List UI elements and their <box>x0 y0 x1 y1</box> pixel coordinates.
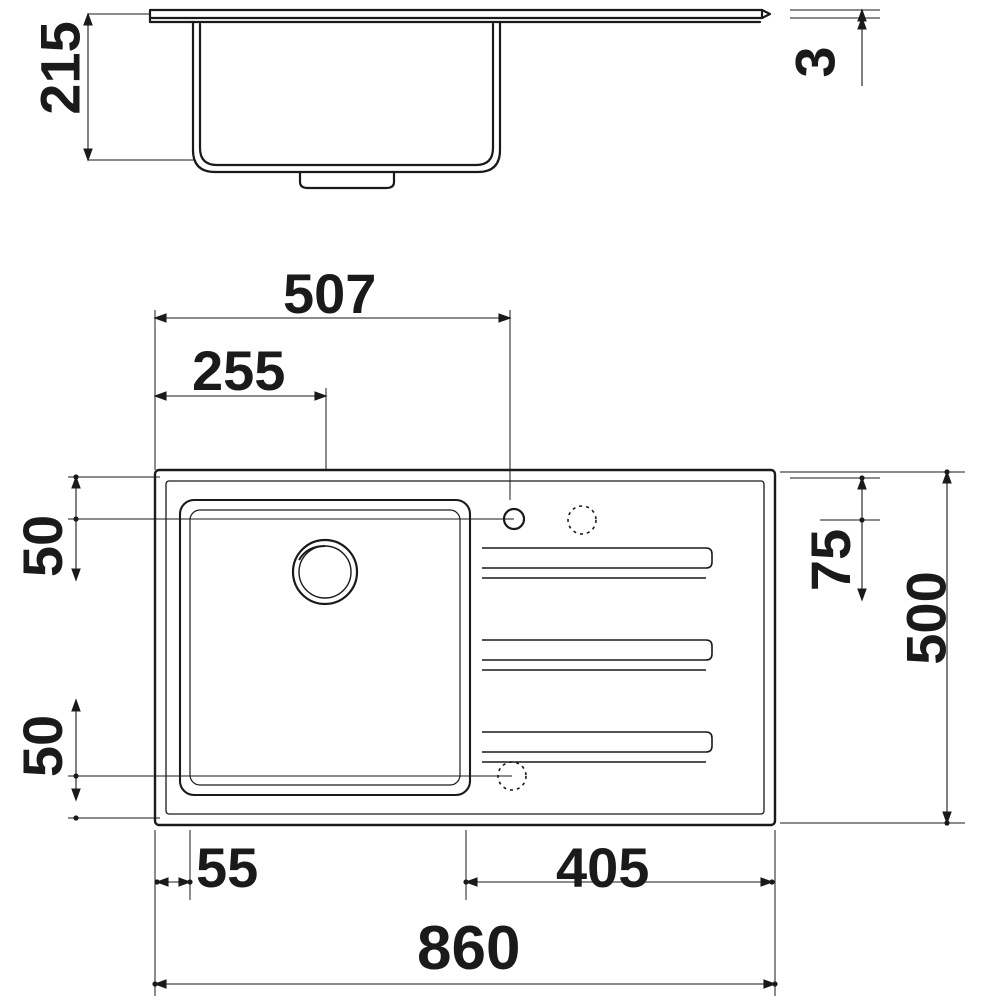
plan-drain-inner-ring <box>298 545 352 599</box>
dim-860-node-right <box>772 981 778 987</box>
dim-55-arrow-right <box>178 877 192 887</box>
dim-215-group <box>83 12 195 162</box>
dim-55-arrow-left <box>155 877 169 887</box>
plan-dotted-circle-top <box>567 505 597 535</box>
dim-255-group <box>153 388 328 470</box>
dim-55-group <box>154 830 193 900</box>
dim-75-node-a <box>859 475 865 481</box>
dim-label-75: 75 <box>799 528 863 592</box>
plan-inner-rim-rect <box>165 480 765 815</box>
dim-label-860: 860 <box>417 914 521 983</box>
side-elevation-view <box>148 8 772 190</box>
dim-50-bottom-group <box>68 698 512 821</box>
dim-405-arrow-left <box>464 877 478 887</box>
dim-55-node-left <box>154 879 160 885</box>
dim-label-55: 55 <box>196 836 259 899</box>
dim-50-top-arrow-up <box>71 475 81 489</box>
dim-3-group <box>790 8 880 86</box>
dim-label-507: 507 <box>283 262 377 325</box>
dim-75-group <box>790 475 880 602</box>
dim-50-top-arrow-down <box>71 568 81 582</box>
dim-3-arrow-bottom <box>857 16 867 30</box>
dim-500-group <box>780 469 965 826</box>
plan-drain-outer-ring <box>291 538 359 606</box>
dim-500-node-bottom <box>944 820 950 826</box>
dim-50-bottom-arrow-down <box>71 788 81 802</box>
dim-50-top-node-a <box>73 474 79 480</box>
plan-bowl-outer <box>178 498 472 797</box>
dim-507-group <box>153 310 512 500</box>
dim-507-arrow-right <box>498 313 512 323</box>
dim-label-405: 405 <box>556 836 650 899</box>
plan-outer-rect <box>153 468 777 827</box>
side-view-top-lip <box>148 8 764 20</box>
dim-500-arrow-up <box>942 470 952 484</box>
dim-255-arrow-left <box>153 391 167 401</box>
dim-75-node-b <box>859 517 865 523</box>
dim-label-50-bottom: 50 <box>11 714 75 778</box>
dim-75-arrow-down <box>857 588 867 602</box>
dim-507-arrow-left <box>153 313 167 323</box>
dim-405-node-right <box>769 879 775 885</box>
side-view-underline <box>148 16 502 24</box>
dim-500-node-top <box>944 469 950 475</box>
dim-75-arrow-up <box>857 476 867 490</box>
dim-860-arrow-right <box>763 979 777 989</box>
dim-label-3: 3 <box>783 46 847 78</box>
dim-label-255: 255 <box>192 339 286 402</box>
dim-215-arrow-top <box>83 12 93 26</box>
dim-50-top-node-b <box>73 516 79 522</box>
groove-2 <box>482 639 713 661</box>
dim-label-50-top: 50 <box>11 514 75 578</box>
groove-3 <box>482 731 713 753</box>
dim-55-node-right <box>187 879 193 885</box>
top-plan-view <box>153 468 777 827</box>
dim-50-bottom-node-b <box>73 815 79 821</box>
dim-405-group <box>463 830 775 900</box>
dim-label-500: 500 <box>894 571 958 665</box>
dim-860-group <box>152 830 778 996</box>
dim-405-arrow-right <box>760 877 774 887</box>
dim-255-arrow-right <box>314 391 328 401</box>
dim-860-arrow-left <box>153 979 167 989</box>
dim-50-bottom-arrow-up <box>71 698 81 712</box>
side-view-bowl-inner <box>198 22 495 167</box>
dim-label-215: 215 <box>28 21 92 115</box>
plan-bowl-inner <box>189 509 461 786</box>
dim-50-bottom-node-a <box>73 773 79 779</box>
side-view-right-edge <box>760 8 772 20</box>
plan-drainer-grooves <box>482 547 713 763</box>
side-view-bowl-outline <box>191 20 502 174</box>
groove-1 <box>482 547 713 569</box>
dim-405-node-left <box>463 879 469 885</box>
side-view-drain-boss <box>298 170 396 190</box>
dim-500-arrow-down <box>942 811 952 825</box>
plan-drain-highlight <box>298 545 326 561</box>
dim-860-node-left <box>152 981 158 987</box>
dim-215-arrow-bottom <box>83 148 93 162</box>
dim-50-top-group <box>68 474 514 582</box>
